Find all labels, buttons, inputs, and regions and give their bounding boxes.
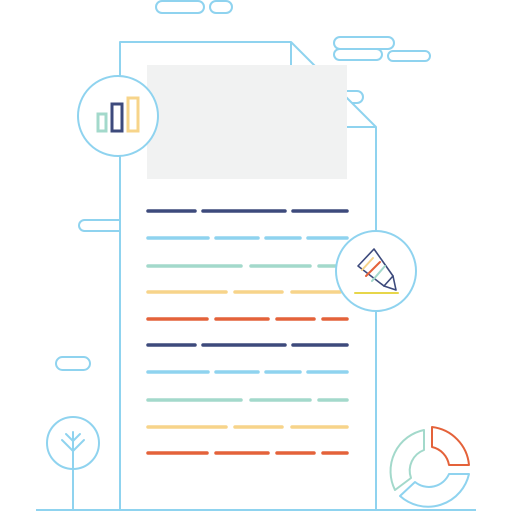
document-icon xyxy=(119,41,377,510)
cloud-pill xyxy=(209,0,233,14)
cloud-pill xyxy=(55,356,91,371)
pen-icon xyxy=(354,248,399,294)
bar xyxy=(126,96,140,133)
cloud-pill xyxy=(387,50,431,62)
cloud-pill xyxy=(155,0,205,14)
donut-segment xyxy=(399,473,470,508)
text-lines xyxy=(146,209,349,455)
badge-circle xyxy=(335,230,417,312)
cloud-pill xyxy=(333,36,395,50)
donut-chart-icon xyxy=(389,426,470,508)
pen-body xyxy=(357,248,397,291)
donut-segment xyxy=(431,426,470,466)
cloud-pill xyxy=(333,48,383,61)
tree-icon xyxy=(46,416,100,511)
bar xyxy=(110,102,124,133)
badge-circle xyxy=(77,75,159,157)
donut-segment xyxy=(389,429,425,491)
pen-badge xyxy=(335,230,417,312)
bar-chart-icon xyxy=(96,96,140,133)
bar-chart-badge xyxy=(77,75,159,157)
image-placeholder xyxy=(147,65,347,179)
bar xyxy=(96,112,108,133)
